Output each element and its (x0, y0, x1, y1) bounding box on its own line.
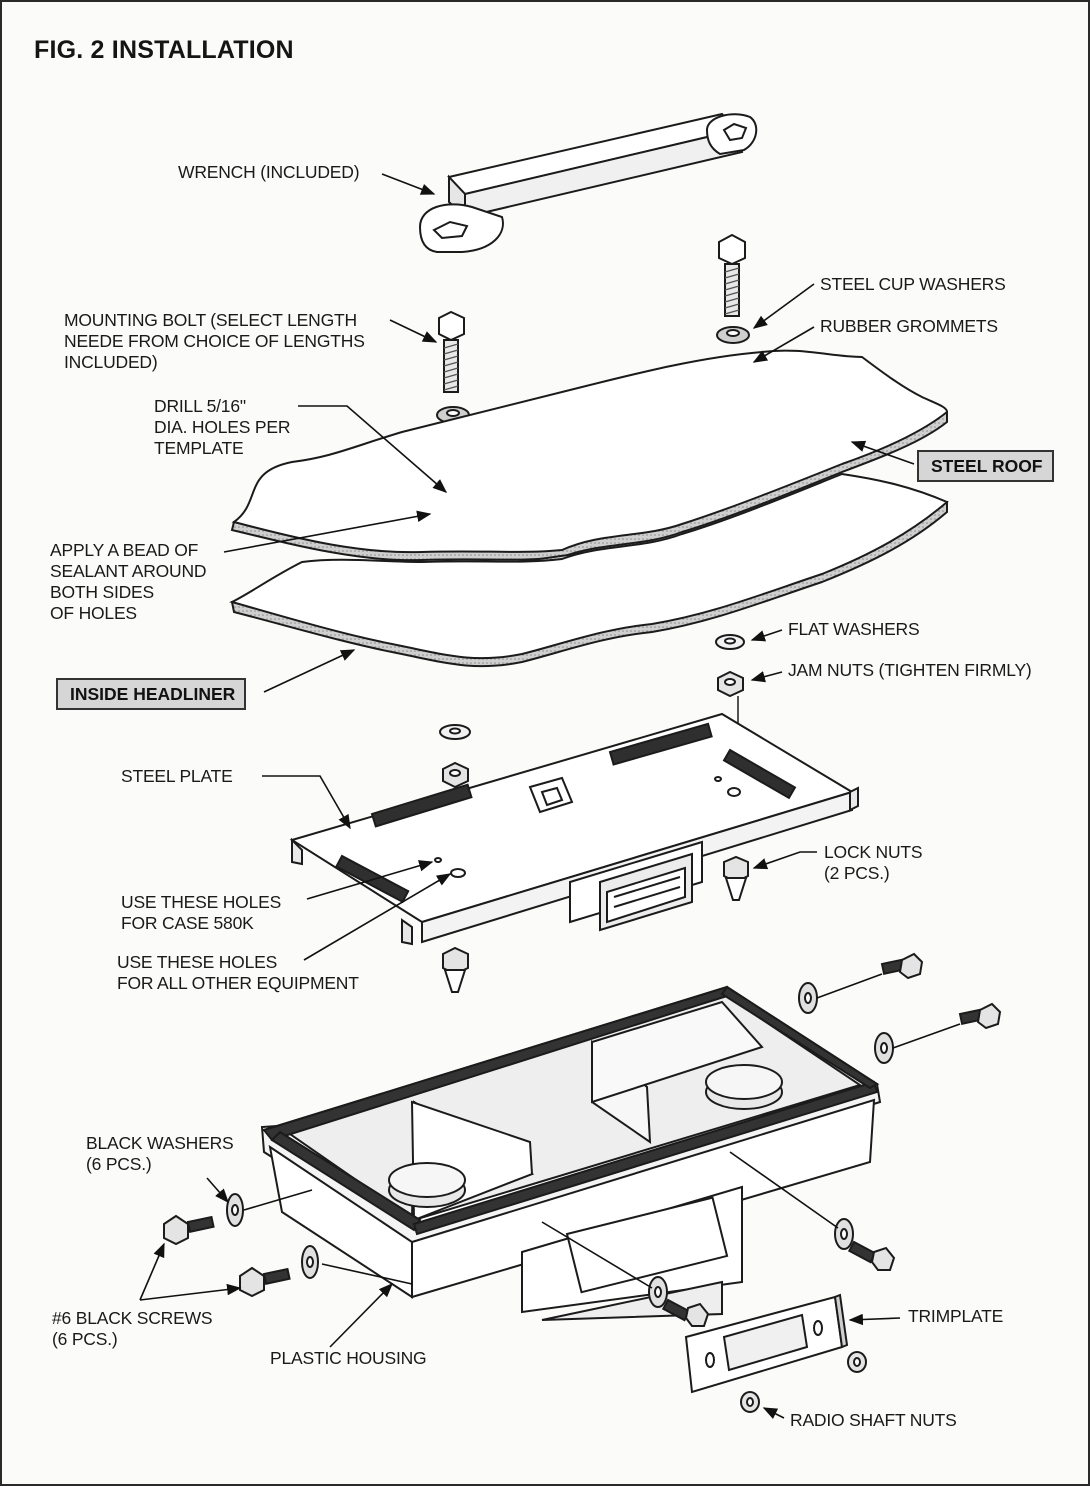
label-steel-plate: STEEL PLATE (121, 766, 233, 786)
left-jam-nut (442, 761, 469, 868)
label-jam-nuts: JAM NUTS (TIGHTEN FIRMLY) (788, 660, 1032, 680)
label-sealant: APPLY A BEAD OF SEALANT AROUND BOTH SIDE… (50, 540, 207, 623)
plastic-housing-part (260, 985, 882, 1321)
wrench-part (418, 112, 758, 253)
right-flat-washer (715, 634, 745, 650)
lock-nut-right (723, 855, 749, 901)
label-black-screws: #6 BLACK SCREWS (6 PCS.) (52, 1308, 213, 1349)
label-trimplate: TRIMPLATE (908, 1306, 1004, 1326)
label-rubber-grommets: RUBBER GROMMETS (820, 316, 998, 336)
left-flat-washer (439, 724, 471, 740)
label-wrench: WRENCH (INCLUDED) (178, 162, 360, 182)
right-steel-cup-washer (716, 326, 750, 344)
label-lock-nuts: LOCK NUTS (2 PCS.) (824, 842, 923, 883)
label-black-washers: BLACK WASHERS (6 PCS.) (86, 1133, 234, 1174)
lock-nut-left (442, 946, 469, 993)
label-drill: DRILL 5/16" DIA. HOLES PER TEMPLATE (154, 396, 291, 458)
label-mounting-bolt: MOUNTING BOLT (SELECT LENGTH NEEDE FROM … (64, 310, 365, 372)
right-mounting-bolt (718, 233, 746, 317)
steel-plate-part (289, 712, 859, 946)
label-radio-shaft-nuts: RADIO SHAFT NUTS (790, 1410, 957, 1430)
label-holes-other-equipment: USE THESE HOLES FOR ALL OTHER EQUIPMENT (117, 952, 359, 993)
trimplate-part (684, 1293, 849, 1394)
radio-shaft-nuts-part (740, 1351, 867, 1413)
label-holes-case-580k: USE THESE HOLES FOR CASE 580K (121, 892, 282, 933)
leader-lines (139, 173, 961, 1419)
left-mounting-bolt (438, 310, 465, 393)
steel-roof-panel (230, 349, 949, 562)
label-steel-cup-washers: STEEL CUP WASHERS (820, 274, 1006, 294)
label-inside-headliner: INSIDE HEADLINER (56, 678, 247, 710)
figure-title: FIG. 2 INSTALLATION (34, 36, 294, 64)
label-steel-roof: STEEL ROOF (917, 450, 1054, 482)
label-flat-washers: FLAT WASHERS (788, 619, 920, 639)
black-washers-and-screws (163, 952, 1002, 1327)
inside-headliner-panel (229, 472, 949, 668)
label-plastic-housing: PLASTIC HOUSING (270, 1348, 427, 1368)
